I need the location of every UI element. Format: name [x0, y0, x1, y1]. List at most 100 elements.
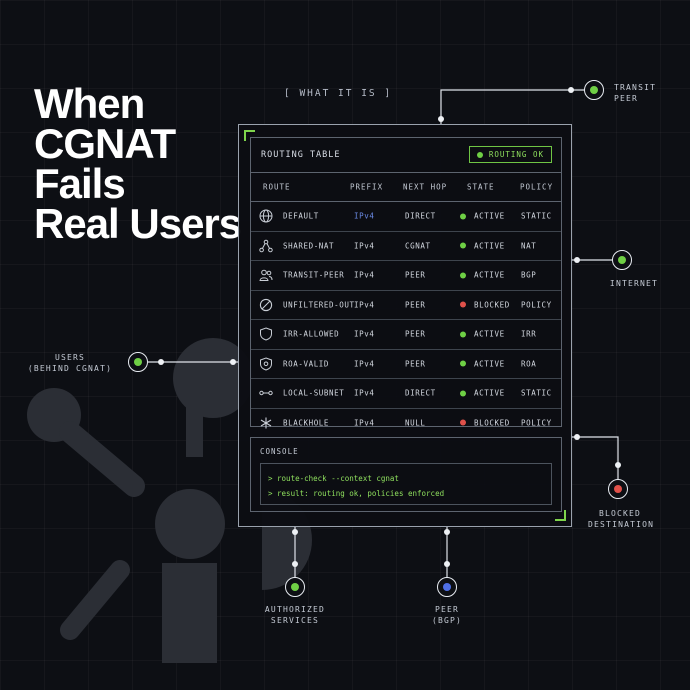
route-state: BLOCKED — [460, 418, 510, 427]
section-tag: [ WHAT IT IS ] — [284, 88, 393, 99]
route-policy: BGP — [521, 270, 537, 280]
router-panel: ROUTING TABLE ROUTING OK ROUTE PREFIX NE… — [238, 124, 572, 527]
table-row: SHARED-NAT IPv4 CGNAT ACTIVE NAT — [251, 232, 561, 261]
routing-table-title: ROUTING TABLE — [261, 150, 341, 160]
column-headers: ROUTE PREFIX NEXT HOP STATE POLICY — [251, 173, 561, 202]
label-authorized-services: AUTHORIZED SERVICES — [264, 605, 326, 625]
route-next-hop: CGNAT — [405, 241, 431, 251]
routing-status-label: ROUTING OK — [488, 150, 544, 159]
state-dot-icon — [460, 360, 466, 367]
column-route: ROUTE — [263, 182, 291, 192]
routing-table-header: ROUTING TABLE ROUTING OK — [251, 138, 561, 173]
route-state-label: ACTIVE — [474, 388, 505, 398]
table-row: BLACKHOLE IPv4 NULL BLOCKED POLICY — [251, 409, 561, 438]
route-state: ACTIVE — [460, 359, 505, 368]
column-policy: POLICY — [520, 182, 554, 192]
console-line: > result: routing ok, policies enforced — [268, 489, 445, 498]
routing-table: ROUTING TABLE ROUTING OK ROUTE PREFIX NE… — [250, 137, 562, 429]
blocked-icon — [259, 298, 273, 312]
route-prefix: IPv4 — [354, 329, 375, 339]
route-state-label: ACTIVE — [474, 329, 505, 339]
column-next-hop: NEXT HOP — [403, 182, 448, 192]
route-name: IRR-ALLOWED — [283, 329, 340, 339]
route-state-label: ACTIVE — [474, 211, 505, 221]
route-state-label: ACTIVE — [474, 359, 505, 369]
state-dot-icon — [460, 419, 466, 426]
route-prefix: IPv4 — [354, 388, 375, 398]
node-users — [128, 352, 148, 372]
corner-accent — [555, 510, 566, 521]
route-prefix: IPv4 — [354, 418, 375, 428]
globe-icon — [259, 209, 273, 223]
route-state-label: ACTIVE — [474, 270, 505, 280]
console-output: > route-check --context cgnat > result: … — [260, 463, 552, 505]
route-next-hop: DIRECT — [405, 211, 436, 221]
route-name: TRANSIT-PEER — [283, 270, 345, 280]
node-authorized-services — [285, 577, 305, 597]
route-name: DEFAULT — [283, 211, 319, 221]
route-policy: NAT — [521, 241, 537, 251]
state-dot-icon — [460, 242, 466, 249]
shield-icon — [259, 327, 273, 341]
route-state: ACTIVE — [460, 389, 505, 398]
asterisk-icon — [259, 416, 273, 430]
route-policy: STATIC — [521, 388, 552, 398]
table-row: UNFILTERED-OUT IPv4 PEER BLOCKED POLICY — [251, 291, 561, 320]
label-peer-bgp: PEER (BGP) — [431, 605, 463, 625]
node-transit-peer — [584, 80, 604, 100]
route-policy: POLICY — [521, 300, 552, 310]
routing-status-badge: ROUTING OK — [468, 146, 552, 163]
column-prefix: PREFIX — [350, 182, 384, 192]
route-policy: IRR — [521, 329, 537, 339]
route-state-label: BLOCKED — [474, 300, 510, 310]
headline-line-1: When — [34, 80, 145, 127]
status-dot-icon — [476, 151, 483, 158]
route-next-hop: PEER — [405, 329, 426, 339]
label-internet: INTERNET — [609, 279, 659, 288]
column-state: STATE — [467, 182, 495, 192]
node-internet — [612, 250, 632, 270]
headline-line-4: Real Users — [34, 200, 242, 247]
table-row: IRR-ALLOWED IPv4 PEER ACTIVE IRR — [251, 320, 561, 350]
table-row: LOCAL-SUBNET IPv4 DIRECT ACTIVE STATIC — [251, 379, 561, 409]
headline-line-3: Fails — [34, 160, 126, 207]
share-nodes-icon — [259, 239, 273, 253]
route-state: ACTIVE — [460, 212, 505, 221]
route-name: ROA-VALID — [283, 359, 330, 369]
route-next-hop: PEER — [405, 300, 426, 310]
label-users: USERS (BEHIND CGNAT) — [27, 353, 113, 373]
route-state: ACTIVE — [460, 241, 505, 250]
headline: When CGNAT Fails Real Users — [34, 80, 249, 247]
route-next-hop: NULL — [405, 418, 426, 428]
route-next-hop: DIRECT — [405, 388, 436, 398]
route-prefix: IPv4 — [354, 300, 375, 310]
route-name: SHARED-NAT — [283, 241, 335, 251]
link-nodes-icon — [259, 386, 273, 400]
route-policy: ROA — [521, 359, 537, 369]
shield-check-icon — [259, 357, 273, 371]
state-dot-icon — [460, 331, 466, 338]
table-row: TRANSIT-PEER IPv4 PEER ACTIVE BGP — [251, 261, 561, 291]
console-panel: CONSOLE > route-check --context cgnat > … — [250, 437, 562, 512]
route-prefix: IPv4 — [354, 211, 375, 221]
label-transit-peer: TRANSIT PEER — [614, 83, 657, 103]
route-name: LOCAL-SUBNET — [283, 388, 345, 398]
corner-accent — [244, 130, 255, 141]
route-state: BLOCKED — [460, 300, 510, 309]
route-state-label: BLOCKED — [474, 418, 510, 428]
table-row: ROA-VALID IPv4 PEER ACTIVE ROA — [251, 350, 561, 379]
node-blocked-destination — [608, 479, 628, 499]
route-state: ACTIVE — [460, 271, 505, 280]
route-next-hop: PEER — [405, 270, 426, 280]
route-prefix: IPv4 — [354, 241, 375, 251]
console-title: CONSOLE — [260, 447, 299, 456]
route-state-label: ACTIVE — [474, 241, 505, 251]
route-state: ACTIVE — [460, 330, 505, 339]
route-policy: POLICY — [521, 418, 552, 428]
state-dot-icon — [460, 213, 466, 220]
console-line: > route-check --context cgnat — [268, 474, 399, 483]
users-icon — [259, 268, 273, 282]
state-dot-icon — [460, 301, 466, 308]
route-next-hop: PEER — [405, 359, 426, 369]
